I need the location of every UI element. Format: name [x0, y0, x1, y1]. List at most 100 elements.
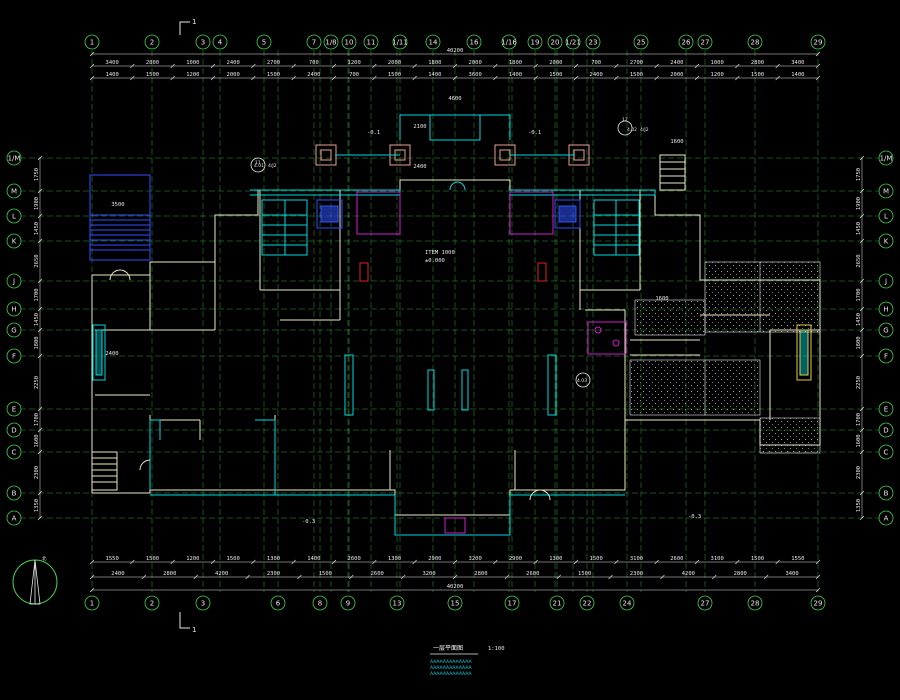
axis-bubble-bottom: 21 — [549, 595, 565, 611]
toilet-fixture — [612, 339, 620, 347]
axis-label: B — [884, 490, 889, 498]
stair-west — [89, 174, 151, 261]
axis-bubble-row: G — [6, 322, 22, 338]
dim-top-row2: 1500 — [146, 72, 159, 78]
dim-right: 1800 — [856, 336, 862, 349]
canopy — [429, 115, 481, 141]
elevation-right: -0.1 — [528, 130, 541, 136]
dim-left: 2250 — [34, 376, 40, 389]
axis-bubble-top: 28 — [747, 34, 763, 50]
axis-bubble-row: H — [6, 301, 22, 317]
dim-left: 1750 — [34, 168, 40, 181]
axis-label: 6 — [276, 600, 281, 608]
cyan-wall — [394, 495, 511, 536]
axis-label: A — [884, 515, 889, 523]
detail-bubble — [250, 157, 266, 173]
axis-bubble-top: 29 — [810, 34, 826, 50]
axis-bubble-row: H — [878, 301, 894, 317]
axis-bubble-row: J — [6, 273, 22, 289]
axis-label: E — [884, 406, 888, 414]
axis-bubble-row: K — [6, 233, 22, 249]
dim-top-row1: 3400 — [791, 60, 804, 66]
axis-label: 20 — [551, 39, 560, 47]
axis-bubble-top: 19 — [527, 34, 543, 50]
outer-wall-west — [91, 190, 259, 493]
axis-label: 19 — [531, 39, 540, 47]
axis-label: F — [884, 353, 888, 361]
section-mark-top — [179, 21, 190, 35]
dim-top-row1: 2000 — [549, 60, 562, 66]
detail-b-ref: 4/J2 — [640, 127, 649, 133]
axis-label: L — [884, 213, 888, 221]
axis-label: F — [12, 353, 16, 361]
axis-label: K — [12, 238, 17, 246]
dim-right: 1700 — [856, 288, 862, 301]
axis-label: 1 — [90, 39, 94, 47]
detail-c: 4.01 — [254, 163, 264, 169]
axis-bubble-top: 5 — [256, 34, 272, 50]
dim-bottom-row2: 2300 — [267, 571, 280, 577]
axis-bubble-bottom: 17 — [504, 595, 520, 611]
door-swing — [456, 181, 466, 191]
dim-misc: 2400 — [413, 164, 426, 170]
dim-left: 2300 — [34, 466, 40, 479]
axis-bubble-row: F — [878, 348, 894, 364]
dim-bottom-row1: 1550 — [106, 556, 119, 562]
elevation-center: ±0.000 — [425, 258, 445, 264]
door-swing — [539, 489, 551, 501]
dim-bottom-row2: 2600 — [526, 571, 539, 577]
dim-bottom-row1: 3100 — [630, 556, 643, 562]
elevator-right — [554, 199, 581, 229]
dim-right: 1600 — [856, 434, 862, 447]
axis-label: 13 — [393, 600, 402, 608]
axis-bubble-row: M — [6, 183, 22, 199]
axis-bubble-row: C — [6, 444, 22, 460]
cyan-wall — [255, 419, 276, 495]
dim-bottom-row1: 1500 — [751, 556, 764, 562]
axis-label: E — [12, 406, 16, 414]
axis-bubble-top: 1 — [84, 34, 100, 50]
dim-top-row1: 1000 — [186, 60, 199, 66]
center-label: ITEM 1000 — [425, 250, 455, 256]
dim-bottom-row1: 1300 — [267, 556, 280, 562]
axis-bubble-bottom: 22 — [579, 595, 595, 611]
dim-right: 2250 — [856, 376, 862, 389]
axis-label: C — [884, 449, 889, 457]
dim-bottom-row2: 2800 — [474, 571, 487, 577]
dim-bottom-row2: 3400 — [785, 571, 798, 577]
axis-label: 27 — [701, 39, 710, 47]
dim-top-row1: 2000 — [388, 60, 401, 66]
axis-bubble-row: J — [878, 273, 894, 289]
axis-label: 27 — [701, 600, 710, 608]
detail-bubble — [575, 372, 591, 388]
axis-bubble-top: 11 — [363, 34, 379, 50]
axis-label: J — [884, 278, 887, 286]
axis-label: 4 — [218, 39, 223, 47]
axis-label: D — [11, 427, 16, 435]
axis-bubble-top: 25 — [633, 34, 649, 50]
dim-left: 1900 — [34, 197, 40, 210]
drawing-note: AAAAAAAAAAAAA — [430, 659, 472, 665]
dim-top-row2: 2000 — [227, 72, 240, 78]
red-mark — [359, 262, 369, 282]
dim-top-row1: 2400 — [227, 60, 240, 66]
stair-core-left — [261, 199, 308, 256]
dim-top-row2: 2400 — [590, 72, 603, 78]
dim-bottom-row1: 2600 — [670, 556, 683, 562]
dim-bottom-row1: 1400 — [307, 556, 320, 562]
dim-bottom-row1: 1500 — [146, 556, 159, 562]
dim-bottom-row1: 3100 — [711, 556, 724, 562]
axis-label: K — [884, 238, 889, 246]
dim-top-row2: 2400 — [307, 72, 320, 78]
drawing-note: AAAAAAAAAAAAA — [430, 671, 472, 677]
axis-label: H — [883, 306, 888, 314]
north-label: 北 — [42, 555, 47, 562]
axis-bubble-top: 7 — [306, 34, 322, 50]
dim-top-row2: 1400 — [791, 72, 804, 78]
axis-label: 1/21 — [565, 39, 581, 47]
axis-label: 21 — [553, 600, 562, 608]
dim-right: 1700 — [856, 413, 862, 426]
axis-bubble-bottom: 28 — [747, 595, 763, 611]
door-swing — [139, 459, 151, 471]
